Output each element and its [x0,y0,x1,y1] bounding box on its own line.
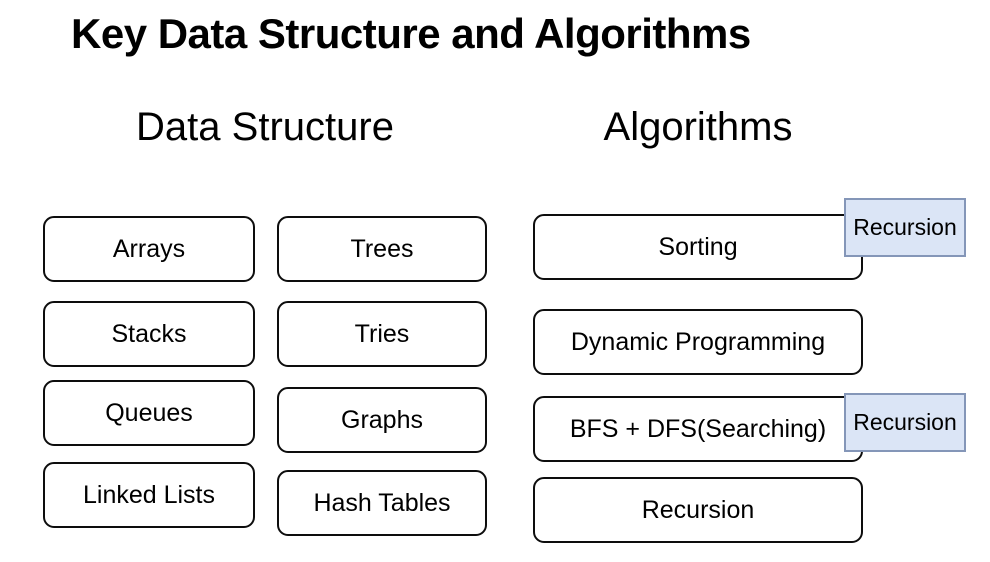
box-sorting: Sorting [533,214,863,280]
box-graphs-label: Graphs [341,405,423,434]
box-trees-label: Trees [350,234,414,263]
box-tries: Tries [277,301,487,367]
box-bfs-dfs-searching: BFS + DFS(Searching) [533,396,863,462]
box-hash-tables: Hash Tables [277,470,487,536]
box-arrays-label: Arrays [112,234,186,263]
section-heading-algorithms: Algorithms [603,105,793,149]
box-stacks-label: Stacks [111,319,187,348]
box-queues-label: Queues [105,398,193,427]
box-hash-tables-label: Hash Tables [313,488,451,517]
box-dynamic-programming: Dynamic Programming [533,309,863,375]
box-stacks: Stacks [43,301,255,367]
box-recursion: Recursion [533,477,863,543]
tag-recursion-on-sorting-label: Recursion [853,214,957,240]
tag-recursion-on-bfs-dfs: Recursion [844,393,966,452]
tag-recursion-on-bfs-dfs-label: Recursion [853,409,957,435]
box-sorting-label: Sorting [658,232,738,261]
box-tries-label: Tries [354,319,410,348]
box-linked-lists: Linked Lists [43,462,255,528]
box-linked-lists-label: Linked Lists [82,480,216,509]
box-arrays: Arrays [43,216,255,282]
box-recursion-label: Recursion [641,495,755,524]
box-queues: Queues [43,380,255,446]
box-bfs-dfs-searching-label: BFS + DFS(Searching) [569,414,827,443]
tag-recursion-on-sorting: Recursion [844,198,966,257]
box-dynamic-programming-label: Dynamic Programming [570,327,826,356]
section-heading-data-structure: Data Structure [136,105,394,149]
slide-title: Key Data Structure and Algorithms [71,10,751,57]
box-trees: Trees [277,216,487,282]
box-graphs: Graphs [277,387,487,453]
